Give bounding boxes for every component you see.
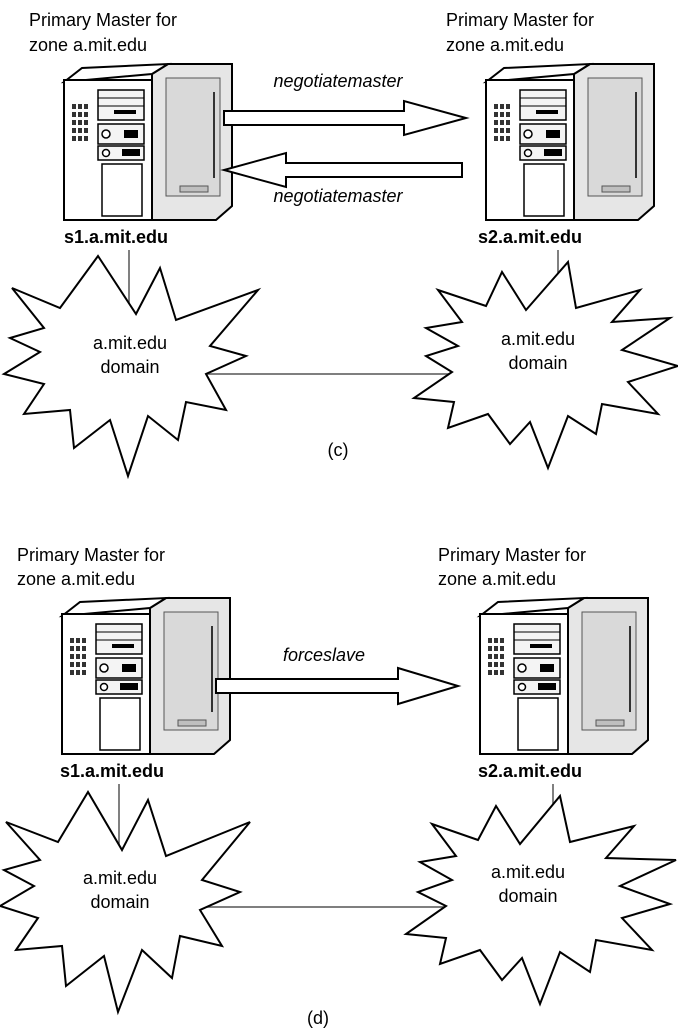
right-cloud-label-line2: domain bbox=[508, 353, 567, 373]
left-cloud-burst-icon bbox=[0, 790, 251, 1016]
panel-d: Primary Master for zone a.mit.edu Primar… bbox=[0, 545, 677, 1028]
right-server-title-line1: Primary Master for bbox=[438, 545, 586, 565]
right-cloud-label-line1: a.mit.edu bbox=[491, 862, 565, 882]
right-server-title-line1: Primary Master for bbox=[446, 10, 594, 30]
arrow-right-icon bbox=[223, 99, 470, 137]
right-cloud-burst-icon bbox=[411, 259, 678, 471]
left-cloud-label-line2: domain bbox=[100, 357, 159, 377]
right-cloud-label-line1: a.mit.edu bbox=[501, 329, 575, 349]
panel-c: Primary Master for zone a.mit.edu Primar… bbox=[1, 10, 678, 480]
arrow-bottom-label: negotiatemaster bbox=[273, 186, 403, 206]
right-cloud-label-line2: domain bbox=[498, 886, 557, 906]
right-cloud-burst-icon bbox=[403, 793, 677, 1007]
left-server-title-line2: zone a.mit.edu bbox=[29, 35, 147, 55]
left-cloud-label-line1: a.mit.edu bbox=[83, 868, 157, 888]
right-server-hostname: s2.a.mit.edu bbox=[478, 227, 582, 247]
left-cloud-label-line2: domain bbox=[90, 892, 149, 912]
right-server-icon bbox=[479, 597, 649, 755]
caption-c: (c) bbox=[328, 440, 349, 460]
left-server-title-line1: Primary Master for bbox=[17, 545, 165, 565]
right-server-title-line2: zone a.mit.edu bbox=[438, 569, 556, 589]
left-cloud-burst-icon bbox=[1, 254, 262, 480]
left-server-title-line1: Primary Master for bbox=[29, 10, 177, 30]
arrow-left-icon bbox=[220, 151, 463, 189]
arrow-label: forceslave bbox=[283, 645, 365, 665]
right-server-icon bbox=[485, 63, 655, 221]
right-server-hostname: s2.a.mit.edu bbox=[478, 761, 582, 781]
left-server-icon bbox=[61, 597, 231, 755]
left-server-hostname: s1.a.mit.edu bbox=[60, 761, 164, 781]
left-cloud-label-line1: a.mit.edu bbox=[93, 333, 167, 353]
left-server-title-line2: zone a.mit.edu bbox=[17, 569, 135, 589]
right-server-title-line2: zone a.mit.edu bbox=[446, 35, 564, 55]
left-server-icon bbox=[63, 63, 233, 221]
arrow-top-label: negotiatemaster bbox=[273, 71, 403, 91]
left-server-hostname: s1.a.mit.edu bbox=[64, 227, 168, 247]
arrow-right-icon bbox=[215, 666, 462, 706]
caption-d: (d) bbox=[307, 1008, 329, 1028]
